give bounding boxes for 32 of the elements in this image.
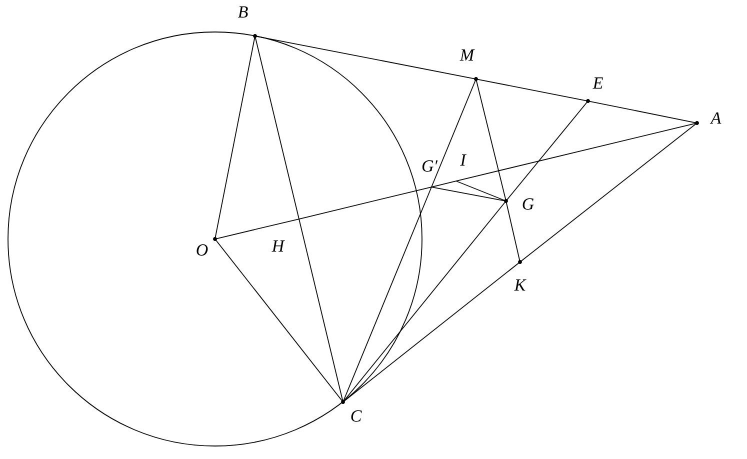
- line-segment: [254, 36, 476, 80]
- line-segment: [254, 36, 300, 220]
- line-segment: [506, 100, 588, 202]
- line-segment: [431, 78, 476, 188]
- line-segment: [476, 78, 588, 102]
- line-segment: [431, 186, 506, 202]
- point-label: E: [592, 77, 603, 89]
- line-segment: [298, 218, 344, 402]
- line-segment: [298, 186, 432, 220]
- line-segment: [506, 200, 520, 262]
- point-label: K: [514, 279, 526, 291]
- point-label: H: [272, 240, 285, 252]
- point-label: B: [238, 6, 248, 18]
- line-segment: [214, 218, 300, 240]
- point-label: M: [460, 49, 475, 61]
- line-segment: [342, 186, 432, 402]
- line-segment: [588, 100, 698, 124]
- line-segment: [214, 36, 256, 240]
- line-segment: [342, 262, 520, 402]
- line-segment: [520, 122, 698, 262]
- line-segment: [456, 180, 506, 202]
- line-segment: [214, 238, 344, 402]
- line-segment: [431, 180, 456, 188]
- point-label: A: [710, 112, 722, 124]
- point-label: G′: [422, 160, 438, 172]
- point-label: O: [196, 244, 208, 256]
- line-segment: [456, 122, 698, 182]
- point-label: I: [460, 154, 466, 166]
- line-segment: [476, 78, 506, 202]
- line-segment: [342, 200, 506, 402]
- point-label: C: [351, 410, 362, 422]
- point-label: G: [522, 198, 534, 210]
